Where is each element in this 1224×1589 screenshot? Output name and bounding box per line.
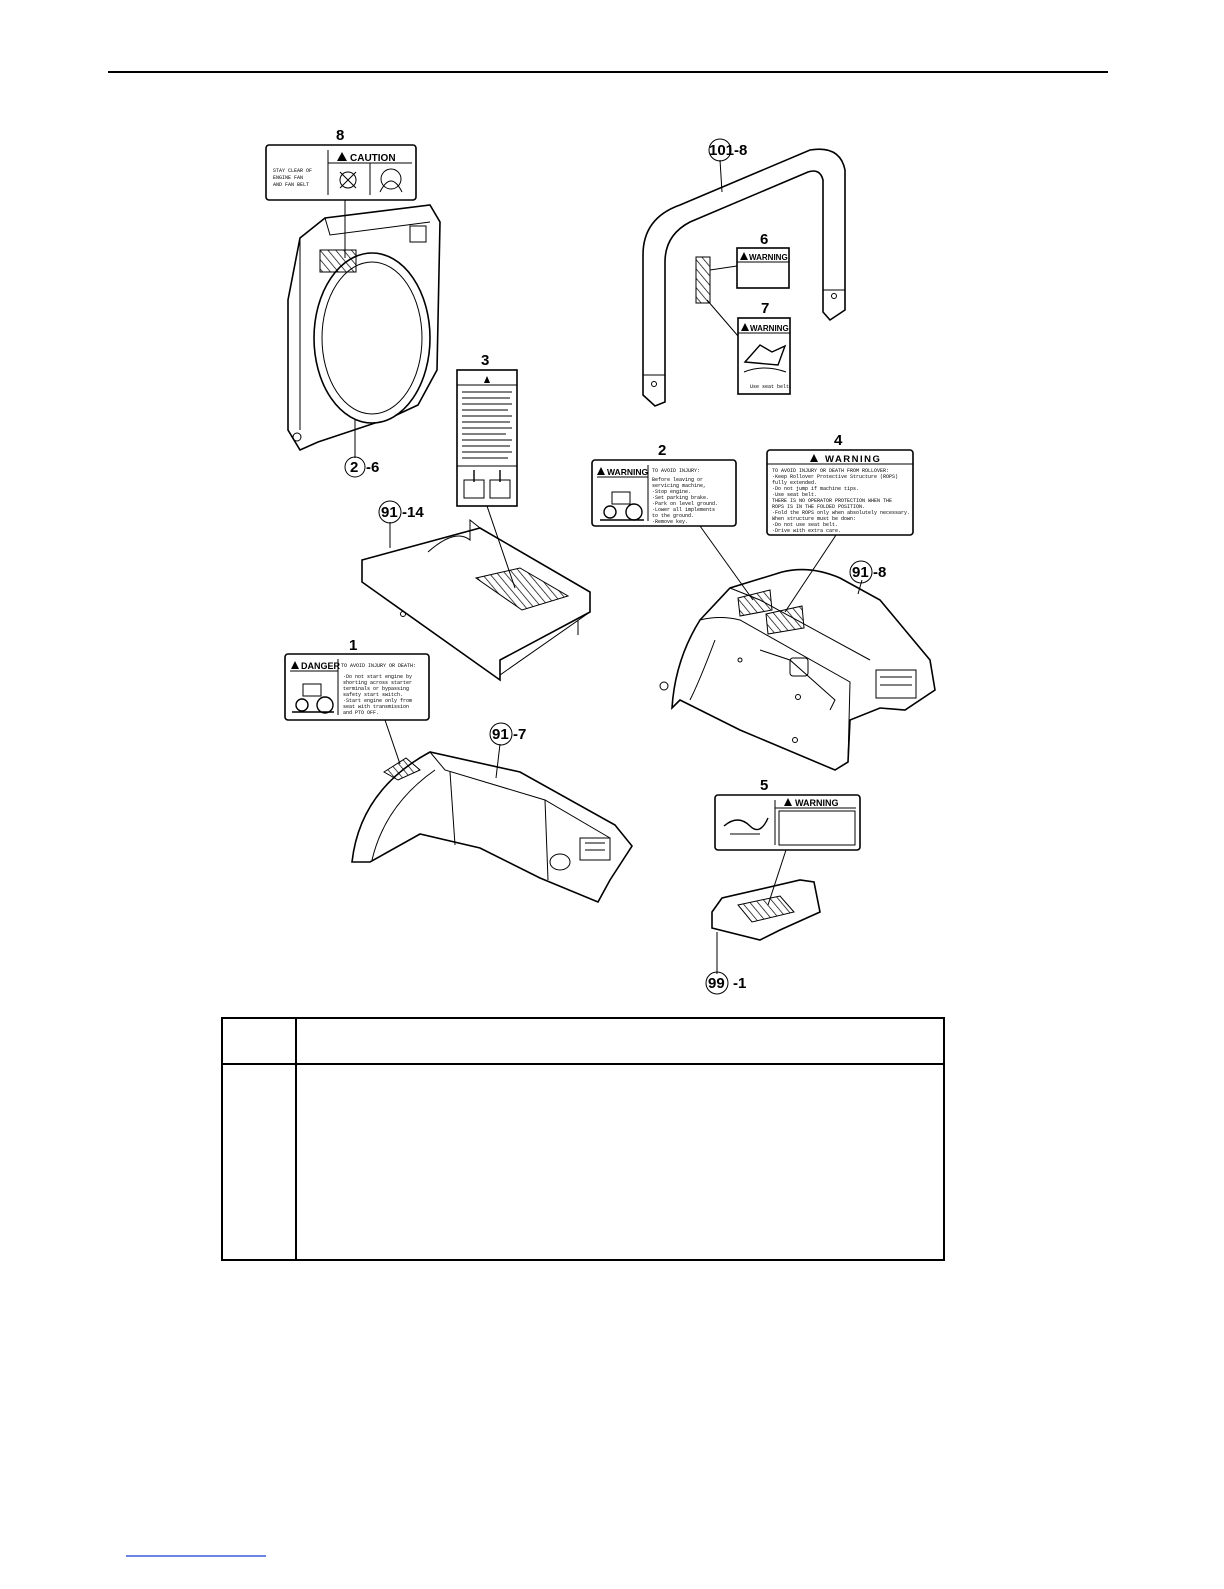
callout-2-6: 2 -6 <box>344 456 379 478</box>
callout-99-1: 99 -1 <box>705 971 746 995</box>
callout-91-14: 91 -14 <box>378 500 424 524</box>
hand-belt-icon <box>379 168 403 193</box>
danger-line-2: shorting across starter <box>343 680 412 686</box>
callout-5: 5 <box>760 777 768 794</box>
warning2-line-7: to the ground. <box>652 513 694 519</box>
caution-title: CAUTION <box>350 153 396 164</box>
svg-text:101: 101 <box>709 142 734 159</box>
warning4-line-8: ·Fold the ROPS only when absolutely nece… <box>772 510 910 516</box>
svg-text:91: 91 <box>381 504 398 521</box>
label-instruction-3 <box>456 369 518 507</box>
danger-heading: TO AVOID INJURY OR DEATH: <box>341 663 416 669</box>
danger-line-6: seat with transmission <box>343 704 409 710</box>
entanglement-icon <box>723 817 769 835</box>
warning4-line-5: ·Use seat belt. <box>772 492 817 498</box>
warning2-line-5: ·Park on level ground. <box>652 501 718 507</box>
warning4-line-10: ·Do not use seat belt. <box>772 522 838 528</box>
warning2-heading: TO AVOID INJURY: <box>652 468 700 474</box>
warning4-line-11: ·Drive with extra care. <box>772 528 841 534</box>
label-warning-5: WARNING <box>714 794 861 851</box>
part-fan-shroud <box>287 204 441 452</box>
tractor-runover-icon <box>292 683 334 714</box>
caution-text-3: AND FAN BELT <box>273 182 309 188</box>
callout-4: 4 <box>834 432 843 449</box>
danger-line-7: and PTO OFF. <box>343 710 379 716</box>
warning2-line-2: servicing machine, <box>652 483 706 489</box>
warning4-line-2: ·Keep Rollover Protective Structure (ROP… <box>772 474 898 480</box>
svg-text:-1: -1 <box>733 975 746 992</box>
warning2-line-3: ·Stop engine. <box>652 489 691 495</box>
fan-hazard-icon <box>339 171 357 189</box>
warning7-title: WARNING <box>750 324 789 333</box>
part-plate <box>711 879 821 941</box>
pedal-icon <box>463 470 511 499</box>
callout-2: 2 <box>658 442 666 459</box>
instruction-text-lines <box>462 391 512 459</box>
callout-7: 7 <box>761 300 769 317</box>
part-step-panel <box>361 518 591 682</box>
svg-text:91: 91 <box>852 564 869 581</box>
label-caution: CAUTION STAY CLEAR OF ENGINE FAN AND FAN… <box>265 144 417 201</box>
label-warning-2: WARNING TO AVOID INJURY: Before leaving … <box>591 459 737 527</box>
warning5-title: WARNING <box>795 798 839 808</box>
warning2-title: WARNING <box>607 467 648 477</box>
warning7-footer: Use seat belt. <box>750 384 792 390</box>
danger-line-1: ·Do not start engine by <box>343 674 412 680</box>
svg-text:-8: -8 <box>734 142 747 159</box>
svg-text:-7: -7 <box>513 726 526 743</box>
part-right-fender <box>659 568 936 771</box>
svg-text:-8: -8 <box>873 564 886 581</box>
warning2-line-8: ·Remove key. <box>652 519 688 525</box>
callout-8: 8 <box>336 127 344 144</box>
parts-table <box>221 1017 945 1261</box>
danger-title: DANGER <box>301 661 341 671</box>
warning4-line-9: When structure must be down: <box>772 516 856 522</box>
callout-91-7: 91 -7 <box>489 722 526 746</box>
svg-text:91: 91 <box>492 726 509 743</box>
warning6-title: WARNING <box>749 253 788 262</box>
danger-line-4: safety start switch. <box>343 692 403 698</box>
svg-text:-6: -6 <box>366 459 379 476</box>
caution-text-2: ENGINE FAN <box>273 175 303 181</box>
label-warning-6: WARNING <box>736 247 790 289</box>
danger-line-5: ·Start engine only from <box>343 698 412 704</box>
danger-line-3: terminals or bypassing <box>343 686 409 692</box>
callout-3: 3 <box>481 352 489 369</box>
callout-91-8: 91 -8 <box>849 560 886 584</box>
warning4-line-3: fully extended. <box>772 480 817 486</box>
label-warning-7: WARNING Use seat belt. <box>737 317 792 395</box>
warning4-line-4: ·Do not jump if machine tips. <box>772 486 859 492</box>
part-rops-frame <box>642 148 846 407</box>
warning4-line-1: TO AVOID INJURY OR DEATH FROM ROLLOVER: <box>772 468 889 474</box>
callout-1: 1 <box>349 637 357 654</box>
tractor-parked-icon <box>600 491 644 521</box>
part-left-fender <box>351 751 633 904</box>
svg-text:99: 99 <box>708 975 725 992</box>
warning2-line-4: ·Set parking brake. <box>652 495 709 501</box>
warning4-line-6: THERE IS NO OPERATOR PROTECTION WHEN THE <box>772 498 892 504</box>
warning2-line-1: Before leaving or <box>652 477 703 483</box>
warning4-line-7: ROPS IS IN THE FOLDED POSITION. <box>772 504 865 510</box>
callout-6: 6 <box>760 231 768 248</box>
rollover-icon <box>743 344 787 373</box>
caution-text-1: STAY CLEAR OF <box>273 168 312 174</box>
warning2-line-6: ·Lower all implements <box>652 507 715 513</box>
svg-text:2: 2 <box>350 459 358 476</box>
warning4-title: WARNING <box>825 454 881 465</box>
callout-101-8: 101 -8 <box>708 138 747 162</box>
label-warning-4: WARNING TO AVOID INJURY OR DEATH FROM RO… <box>766 449 914 536</box>
label-danger: DANGER TO AVOID INJURY OR DEATH: ·Do not… <box>284 653 430 721</box>
svg-text:-14: -14 <box>402 504 424 521</box>
